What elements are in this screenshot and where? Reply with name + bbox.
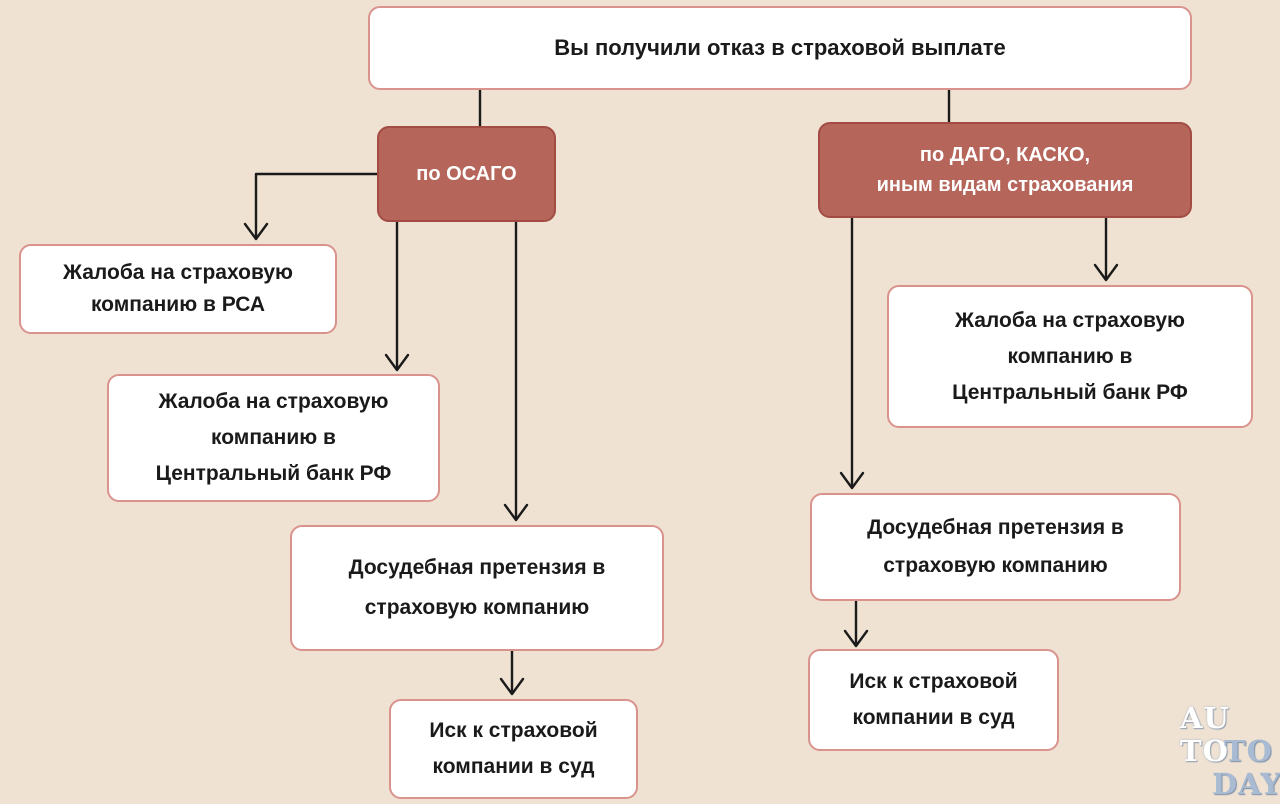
arrowhead-osago-pretrial xyxy=(503,503,529,522)
arrowhead-dago-lawsuit xyxy=(843,629,869,648)
watermark-line3: DAY xyxy=(1212,767,1280,801)
watermark-line1: AU xyxy=(1180,701,1230,735)
arrowhead-rsa xyxy=(243,222,269,241)
osago-complaint-rsa-box: Жалоба на страховую компанию в РСА xyxy=(19,244,337,334)
watermark-line2b: TO xyxy=(1224,734,1273,768)
root-label: Вы получили отказ в страховой выплате xyxy=(554,35,1006,60)
dago-complaint-cb-label: Жалоба на страховую компанию в Центральн… xyxy=(952,308,1188,404)
arrowhead-dago-pretrial xyxy=(839,471,865,490)
category-dago-label: по ДАГО, КАСКО, иным видам страхования xyxy=(876,144,1134,196)
category-osago-box: по ОСАГО xyxy=(377,126,556,222)
category-osago-label: по ОСАГО xyxy=(416,163,517,185)
osago-pretrial-label: Досудебная претензия в страховую компани… xyxy=(348,556,606,619)
dago-pretrial-label: Досудебная претензия в страховую компани… xyxy=(867,516,1124,577)
connector-osago-rsa xyxy=(254,172,380,240)
arrowhead-osago-lawsuit xyxy=(499,677,525,696)
osago-pretrial-box: Досудебная претензия в страховую компани… xyxy=(290,525,664,651)
dago-lawsuit-box: Иск к страховой компании в суд xyxy=(808,649,1059,751)
watermark-line2a: TO xyxy=(1180,734,1229,768)
category-dago-box: по ДАГО, КАСКО, иным видам страхования xyxy=(818,122,1192,218)
osago-complaint-rsa-label: Жалоба на страховую компанию в РСА xyxy=(63,261,293,316)
arrowhead-osago-cb xyxy=(384,353,410,372)
osago-complaint-cb-box: Жалоба на страховую компанию в Центральн… xyxy=(107,374,440,502)
dago-lawsuit-label: Иск к страховой компании в суд xyxy=(849,670,1018,729)
arrowhead-dago-cb xyxy=(1093,263,1119,282)
root-box: Вы получили отказ в страховой выплате xyxy=(368,6,1192,90)
osago-lawsuit-label: Иск к страховой компании в суд xyxy=(429,719,598,778)
dago-complaint-cb-box: Жалоба на страховую компанию в Центральн… xyxy=(887,285,1253,428)
dago-pretrial-box: Досудебная претензия в страховую компани… xyxy=(810,493,1181,601)
osago-lawsuit-box: Иск к страховой компании в суд xyxy=(389,699,638,799)
osago-complaint-cb-label: Жалоба на страховую компанию в Центральн… xyxy=(155,390,392,485)
autotoday-watermark-logo: AU TO TO DAY xyxy=(1172,701,1280,800)
